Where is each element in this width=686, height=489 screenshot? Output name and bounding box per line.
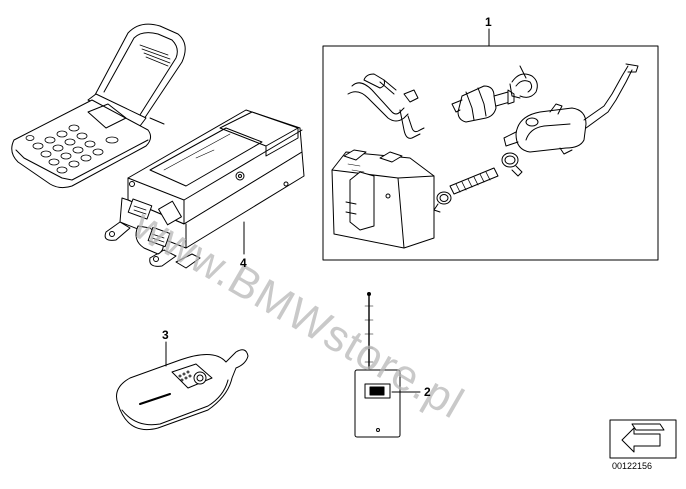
- bent-pipe: [347, 73, 425, 139]
- remote-key-fob: [116, 341, 249, 430]
- pipe-clamp: [509, 65, 538, 99]
- mobile-phone: [11, 23, 186, 189]
- callout-1: 1: [485, 15, 492, 29]
- fuel-pump: [451, 85, 515, 123]
- exhaust-silencer: [503, 63, 639, 155]
- handheld-transmitter: [354, 292, 421, 438]
- callout-2: 2: [424, 385, 431, 399]
- hose-clamps: [433, 152, 523, 213]
- callout-4: 4: [240, 256, 247, 270]
- heater-unit: [331, 149, 435, 249]
- kit-box: [322, 28, 659, 261]
- reference-badge: [609, 419, 677, 459]
- reference-number: 00122156: [612, 461, 653, 471]
- flexible-hose: [449, 167, 499, 195]
- control-unit: [104, 109, 305, 269]
- callout-3: 3: [162, 328, 169, 342]
